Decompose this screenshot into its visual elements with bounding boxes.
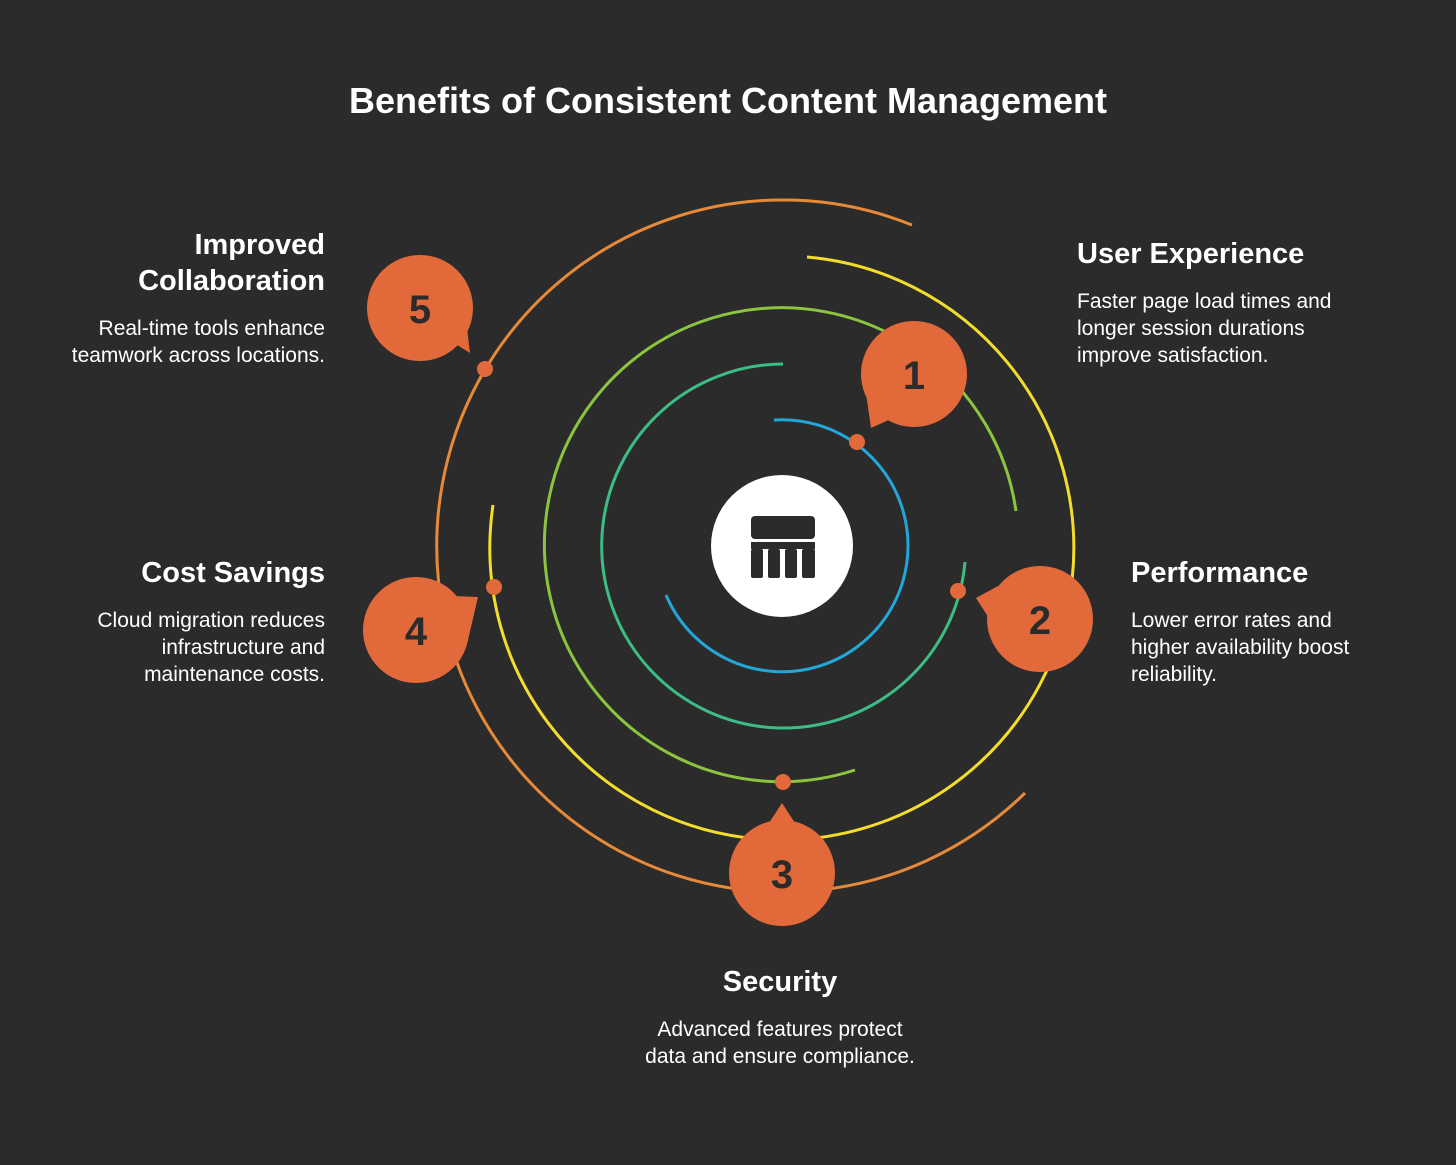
svg-text:4: 4 (405, 610, 428, 654)
item-3-title: Security (722, 966, 838, 998)
item-4-description: Cloud migration reduces infrastructure a… (97, 609, 325, 686)
item-1-title: User Experience (1077, 238, 1305, 270)
pointer-dot-1 (849, 434, 865, 450)
pointer-dot-5 (477, 361, 493, 377)
pointer-dot-3 (775, 774, 791, 790)
item-5-description: Real-time tools enhance teamwork across … (71, 317, 325, 367)
item-1-description: Faster page load times and longer sessio… (1077, 290, 1332, 367)
item-5-label: Improved Collaboration Real-time tools e… (60, 227, 325, 369)
svg-text:3: 3 (771, 853, 793, 897)
item-1-label: User Experience Faster page load times a… (1077, 236, 1347, 369)
badge-1: 1 (861, 321, 967, 428)
badge-2: 2 (976, 566, 1093, 672)
item-3-label: Security Advanced features protect data … (640, 964, 920, 1070)
badge-5: 5 (367, 255, 473, 361)
ring-2-arc (600, 362, 967, 730)
item-4-label: Cost Savings Cloud migration reduces inf… (60, 555, 325, 688)
pointer-dot-4 (486, 579, 502, 595)
badge-3: 3 (729, 803, 835, 926)
diagram-title: Benefits of Consistent Content Managemen… (348, 80, 1108, 121)
item-5-title: Improved Collaboration (138, 229, 325, 297)
building-columns-icon (751, 516, 815, 578)
center-hub (711, 475, 853, 617)
item-2-description: Lower error rates and higher availabilit… (1131, 609, 1350, 686)
svg-text:5: 5 (409, 288, 431, 332)
svg-text:1: 1 (903, 354, 925, 398)
item-2-title: Performance (1131, 557, 1309, 589)
badge-4: 4 (363, 577, 478, 683)
item-2-label: Performance Lower error rates and higher… (1131, 555, 1381, 688)
pointer-dot-2 (950, 583, 966, 599)
ring-4-arc (488, 255, 1076, 842)
item-4-title: Cost Savings (141, 557, 325, 589)
svg-text:2: 2 (1029, 599, 1051, 643)
item-3-description: Advanced features protect data and ensur… (645, 1018, 915, 1068)
